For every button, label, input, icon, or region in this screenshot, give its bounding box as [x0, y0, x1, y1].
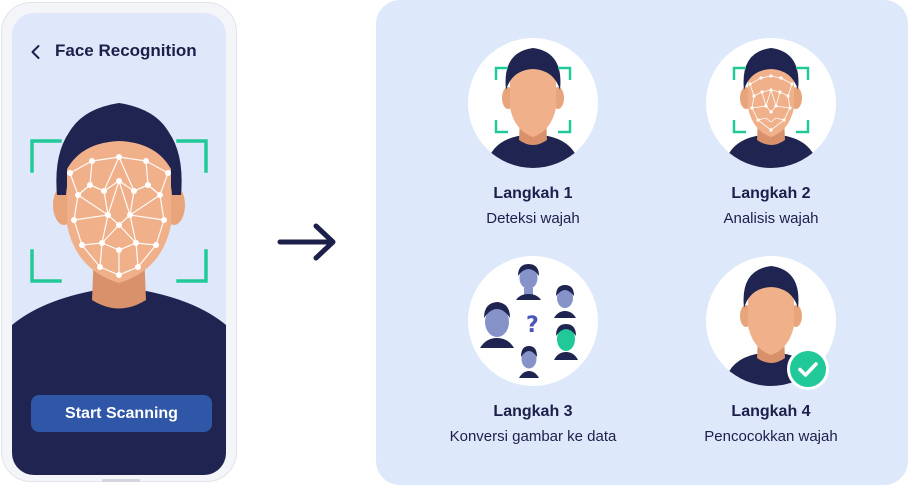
step-1-title: Langkah 1: [493, 185, 573, 202]
step-2-illustration: [706, 38, 836, 168]
face-detection-icon: [486, 48, 580, 168]
step-2-desc: Analisis wajah: [723, 210, 819, 227]
step-4-title: Langkah 4: [731, 403, 811, 420]
head-small-right: [554, 285, 576, 318]
step-1-desc: Deteksi wajah: [486, 210, 580, 227]
head-small-bottom: [519, 346, 539, 378]
step-4: Langkah 4 Pencocokkan wajah: [656, 256, 886, 445]
face-analysis-icon: [724, 48, 818, 168]
arrow-right-icon: [277, 223, 336, 261]
home-indicator: [102, 479, 140, 482]
step-4-desc: Pencocokkan wajah: [704, 428, 838, 445]
step-2: Langkah 2 Analisis wajah: [656, 38, 886, 227]
phone-screen: Face Recognition: [12, 13, 226, 475]
step-2-title: Langkah 2: [731, 185, 811, 202]
head-small-top: [516, 264, 541, 300]
step-1: Langkah 1 Deteksi wajah: [418, 38, 648, 227]
step-3: ? Langkah 3 Konversi gambar ke data: [418, 256, 648, 445]
step-3-title: Langkah 3: [493, 403, 573, 420]
checkmark-icon: [787, 348, 829, 390]
chevron-left-icon[interactable]: [26, 42, 46, 62]
head-large-left: [480, 302, 514, 348]
phone-mockup: Face Recognition: [1, 2, 237, 482]
step-3-desc: Konversi gambar ke data: [449, 428, 617, 445]
start-scanning-button[interactable]: Start Scanning: [31, 395, 212, 432]
head-green-right: [554, 324, 578, 360]
phone-header: Face Recognition: [12, 39, 226, 65]
step-1-illustration: [468, 38, 598, 168]
page-title: Face Recognition: [55, 41, 197, 60]
steps-panel: Langkah 1 Deteksi wajah: [376, 0, 908, 485]
data-conversion-icon: ?: [480, 264, 578, 378]
question-mark-icon: ?: [526, 313, 539, 338]
step-3-illustration: ?: [468, 256, 598, 386]
